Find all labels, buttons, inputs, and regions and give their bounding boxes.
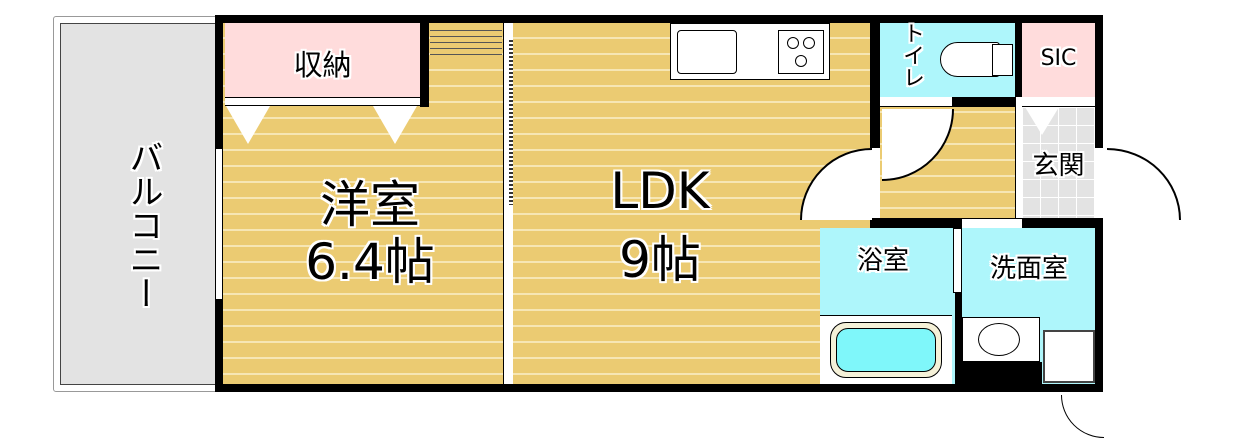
entrance-label: 玄関 [1032, 151, 1085, 181]
sink-icon [677, 30, 737, 74]
balcony-floor [60, 23, 218, 385]
closet-door-right [373, 106, 417, 144]
toilet-icon [940, 42, 1000, 77]
sic-closet [1022, 23, 1095, 97]
sliding-door-track [509, 40, 513, 205]
storage-door-band [225, 97, 420, 106]
front-door-opening [1095, 148, 1103, 218]
balcony-window [215, 148, 223, 300]
stairs-lines [430, 25, 502, 57]
western-room-name: 洋室 [320, 176, 420, 234]
toilet-wall [952, 97, 1022, 107]
storage-closet [225, 23, 420, 97]
partition-sliding-door[interactable] [503, 23, 513, 384]
toilet-tank [992, 44, 1013, 76]
washroom-label: 洗面室 [989, 254, 1068, 284]
kitchen-counter [670, 23, 830, 80]
ldk-name: LDK [610, 162, 710, 220]
balcony-label: バルコニー [123, 140, 163, 310]
sic-door [1025, 107, 1059, 135]
washroom-bottom-wall [962, 362, 1042, 392]
washbasin [962, 317, 1040, 362]
storage-wall [420, 23, 429, 107]
bath-door[interactable] [953, 228, 962, 293]
washing-machine-space [1043, 330, 1095, 383]
sic-label: SIC [1040, 46, 1077, 71]
entrance-partition [1015, 97, 1022, 228]
storage-label: 収納 [293, 48, 352, 82]
ldk-door-opening [870, 148, 880, 218]
ldk-size: 9帖 [619, 231, 701, 289]
toilet-door-band [880, 97, 952, 107]
ldk-east-wall [870, 15, 880, 228]
toilet-label: トイレ [899, 22, 924, 88]
western-room-size: 6.4帖 [305, 233, 435, 291]
closet-door-left [226, 106, 270, 144]
washroom-door[interactable] [962, 218, 1022, 228]
sic-door-band [1022, 97, 1095, 107]
stove-icon [778, 30, 824, 74]
bathtub-icon [830, 322, 942, 378]
bathroom-label: 浴室 [856, 246, 909, 276]
